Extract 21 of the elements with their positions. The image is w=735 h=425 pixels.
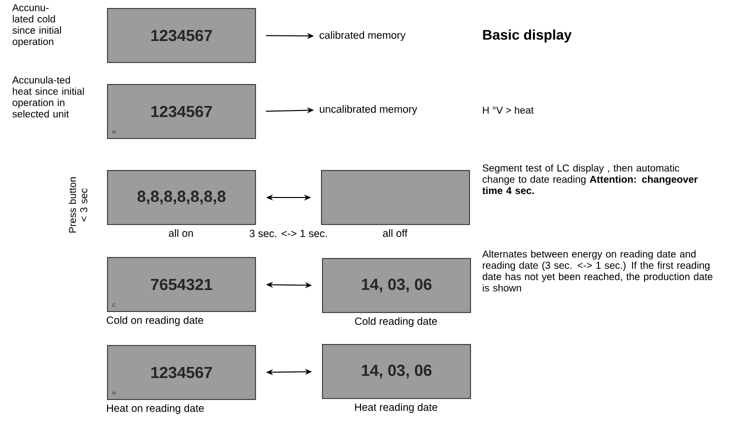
memory-label: uncalibrated memory — [320, 105, 418, 115]
lcd-display: 8,8,8,8,8,8,8 — [107, 170, 256, 225]
description: Alternates between energy on reading date and reading date (3 sec. <-> 1 sec.) If the first reading date has not yet been reached, the production date is shown — [482, 250, 712, 292]
side-note: Accunu-lated cold since initial operation — [12, 4, 61, 48]
display-caption: all off — [383, 229, 408, 237]
lcd-display: 1234567 — [107, 8, 256, 63]
title: Basic display — [483, 29, 572, 43]
display-caption: Heat on reading date — [107, 404, 204, 414]
lcd-display: 14, 03, 06 — [322, 344, 471, 399]
display-caption: Heat reading date — [355, 403, 438, 413]
lcd-display: 14, 03, 06 — [322, 258, 471, 313]
description: Segment test of LC display , then automatic change to date reading Attention: changeover time 4 sec. — [482, 164, 698, 194]
lcd-display — [321, 170, 470, 225]
edge-label: 3 sec. <-> 1 sec. — [250, 230, 327, 238]
side-note: Accunula-ted heat since initial operation in selected unit — [12, 76, 84, 118]
display-caption: Cold reading date — [355, 317, 437, 327]
side-note: Press button < 3 sec — [68, 177, 88, 233]
display-caption: Cold on reading date — [106, 316, 204, 326]
memory-label: calibrated memory — [320, 31, 406, 41]
display-caption: all on — [168, 229, 193, 237]
note: H °V > heat — [483, 106, 534, 114]
